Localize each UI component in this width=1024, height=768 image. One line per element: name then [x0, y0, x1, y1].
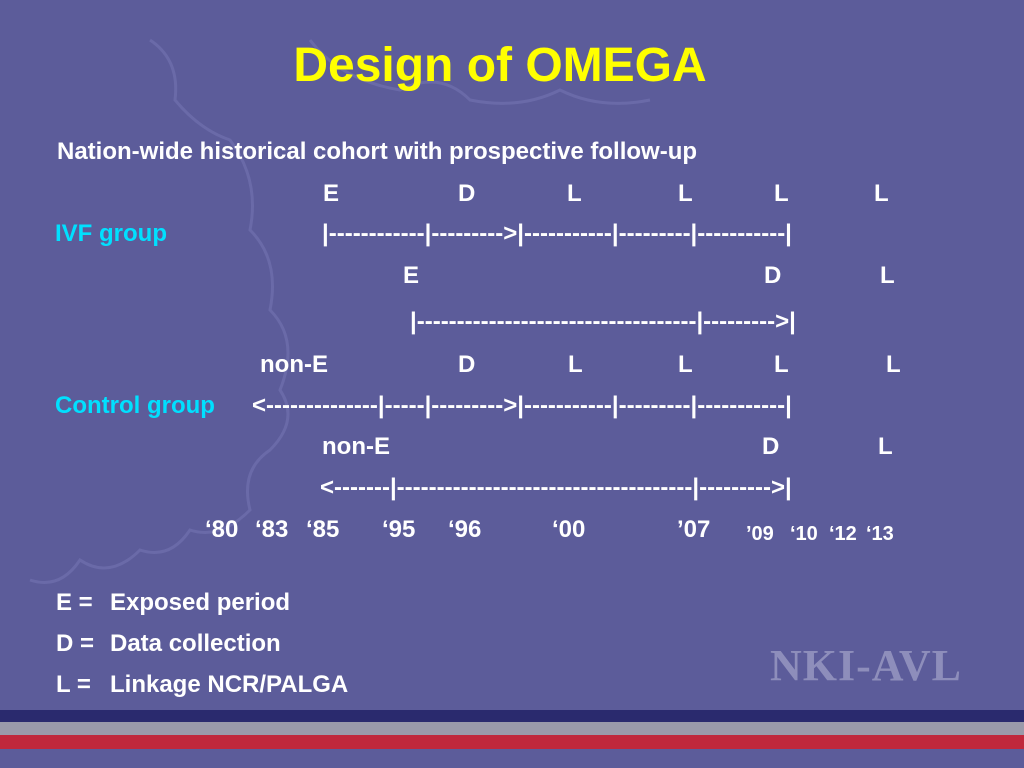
control-row2-label-2: D — [762, 433, 780, 460]
legend-text-d: Data collection — [110, 630, 281, 657]
control-row2-label-3: L — [878, 433, 893, 460]
ivf-group-label: IVF group — [55, 220, 167, 247]
ivf-row1-label-6: L — [874, 180, 889, 207]
ivf-row1-label-3: L — [567, 180, 582, 207]
ivf-row2-label-3: L — [880, 262, 895, 289]
ivf-row2-label-1: E — [403, 262, 420, 289]
ivf-timeline-2: |-----------------------------------|---… — [410, 308, 796, 335]
control-row1-label-4: L — [678, 351, 693, 378]
legend-key-l: L = — [56, 671, 91, 698]
year-label: ‘10 — [790, 523, 818, 545]
ivf-row2-label-2: D — [764, 262, 782, 289]
page-title: Design of OMEGA — [293, 39, 707, 92]
year-label: ‘13 — [866, 523, 894, 545]
year-label: ‘83 — [255, 516, 289, 543]
footer-stripe-red — [0, 735, 1024, 749]
control-row1-label-3: L — [568, 351, 583, 378]
legend-key-e: E = — [56, 589, 93, 616]
ivf-timeline-1: |------------|--------->|-----------|---… — [322, 220, 792, 247]
year-label: ’09 — [746, 523, 774, 545]
control-row1-label-5: L — [774, 351, 789, 378]
control-row2-label-1: non-E — [322, 433, 390, 460]
control-row1-label-1: non-E — [260, 351, 328, 378]
year-label: ‘95 — [382, 516, 416, 543]
year-label: ‘12 — [829, 523, 857, 545]
footer-stripe-grey — [0, 722, 1024, 735]
ivf-row1-label-1: E — [323, 180, 340, 207]
legend-key-d: D = — [56, 630, 95, 657]
footer-stripe-navy — [0, 710, 1024, 722]
nki-avl-logo: NKI-AVL — [770, 641, 963, 690]
year-label: ‘80 — [205, 516, 239, 543]
year-label: ’07 — [677, 516, 711, 543]
ivf-row1-label-2: D — [458, 180, 476, 207]
control-group-label: Control group — [55, 392, 215, 419]
year-label: ‘96 — [448, 516, 482, 543]
control-timeline-2: <-------|-------------------------------… — [320, 474, 792, 501]
control-row1-label-2: D — [458, 351, 476, 378]
year-label: ‘00 — [552, 516, 586, 543]
control-row1-label-6: L — [886, 351, 901, 378]
subtitle: Nation-wide historical cohort with prosp… — [57, 138, 698, 165]
ivf-row1-label-5: L — [774, 180, 789, 207]
year-label: ‘85 — [306, 516, 340, 543]
control-timeline-1: <--------------|-----|--------->|-------… — [252, 392, 792, 419]
legend-text-e: Exposed period — [110, 589, 291, 616]
ivf-row1-label-4: L — [678, 180, 693, 207]
legend-text-l: Linkage NCR/PALGA — [110, 671, 349, 698]
